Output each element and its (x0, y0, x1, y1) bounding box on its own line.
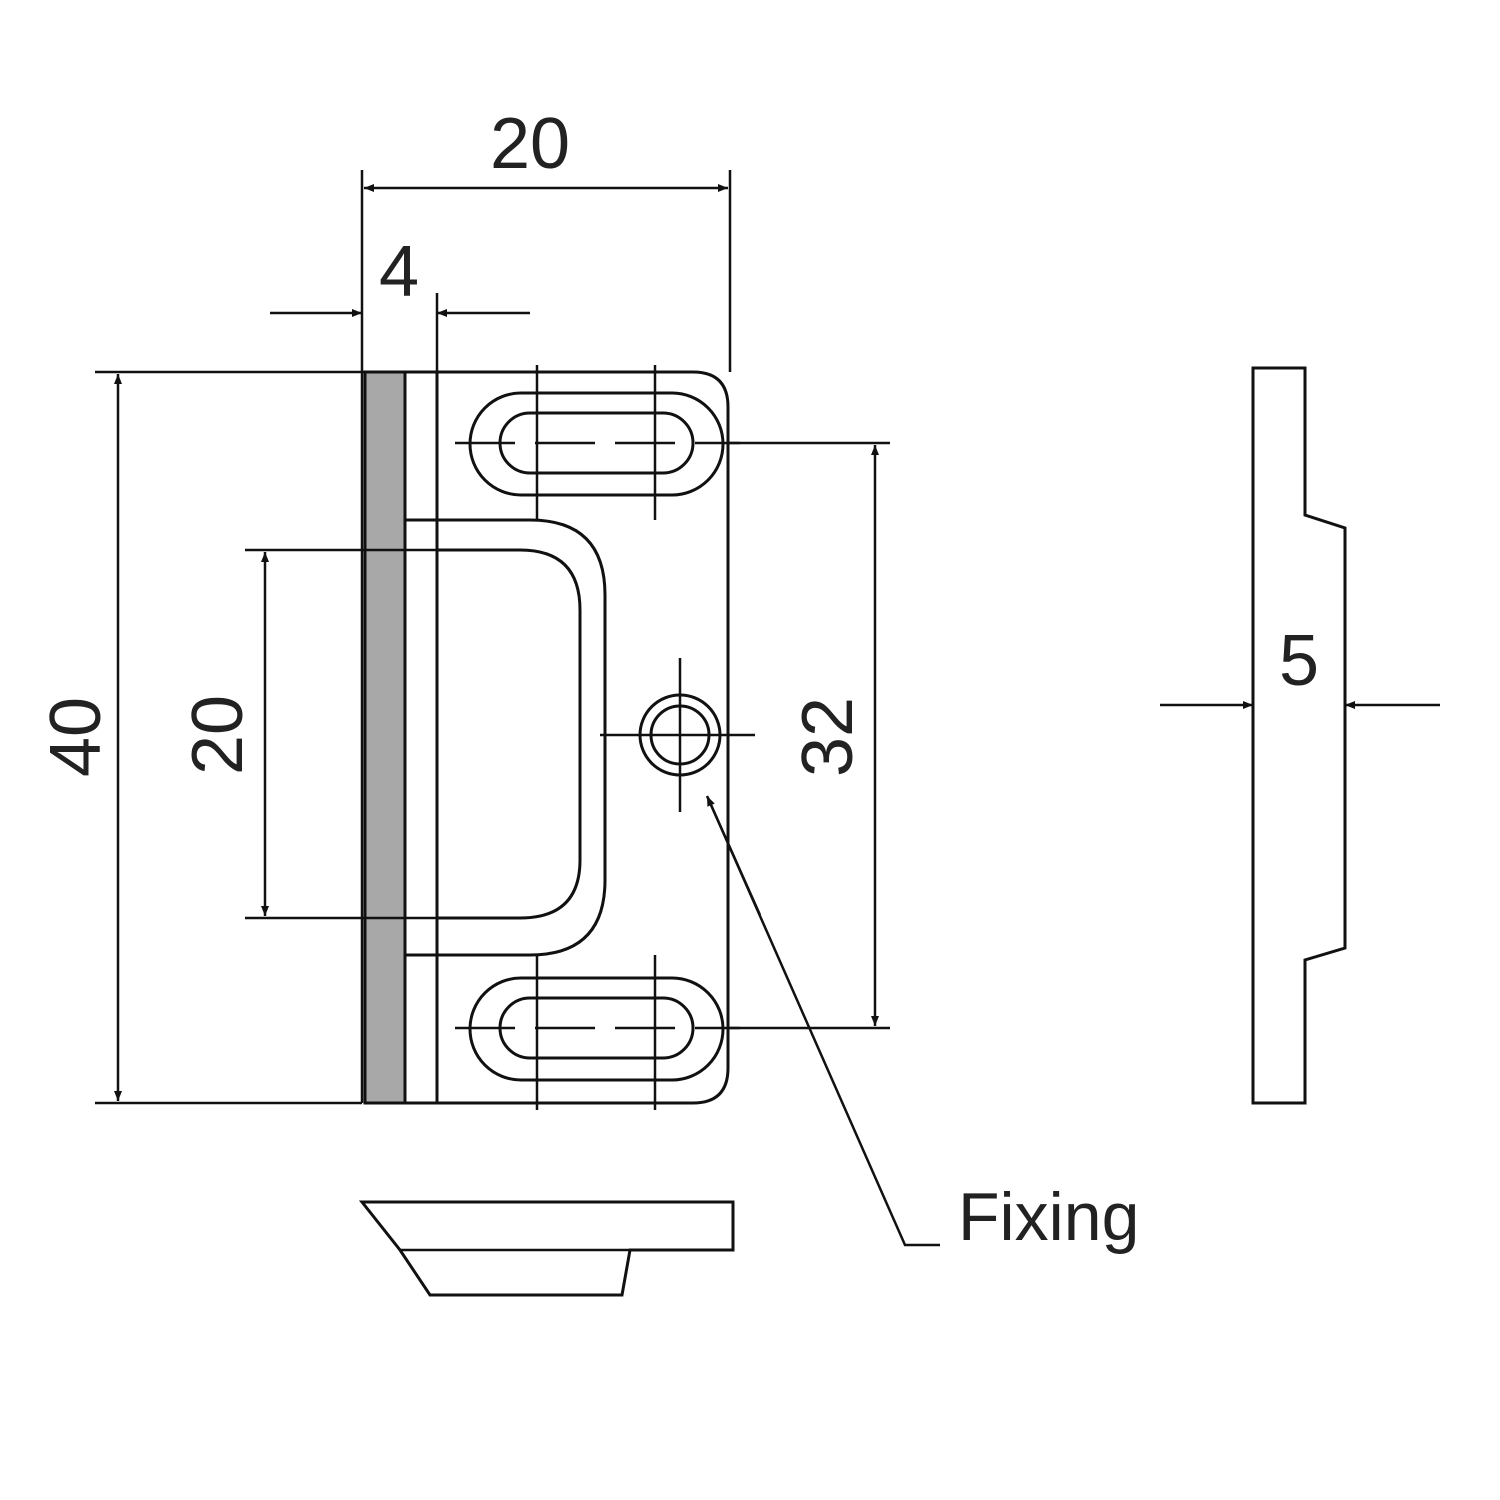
plate-body (403, 370, 730, 1105)
front-view (363, 365, 755, 1110)
fixing-hole (600, 658, 755, 812)
top-slot (455, 365, 740, 520)
flange-strip (363, 370, 407, 1105)
fixing-label: Fixing (958, 1179, 1139, 1255)
dim-hole-spacing: 32 (788, 697, 868, 777)
dimension-lines (114, 184, 1440, 1247)
bottom-view (358, 1200, 735, 1297)
dim-overall-height: 40 (36, 697, 116, 777)
dim-overall-width: 20 (490, 104, 570, 184)
opening-rim (435, 518, 607, 957)
side-view (1251, 366, 1347, 1105)
dim-thickness: 5 (1279, 621, 1319, 701)
dim-opening-height: 20 (178, 695, 258, 775)
bottom-slot (455, 955, 740, 1110)
flange-step (403, 370, 439, 1105)
dim-flange-width: 4 (379, 232, 419, 312)
extension-lines (95, 170, 890, 1105)
opening (435, 548, 582, 920)
